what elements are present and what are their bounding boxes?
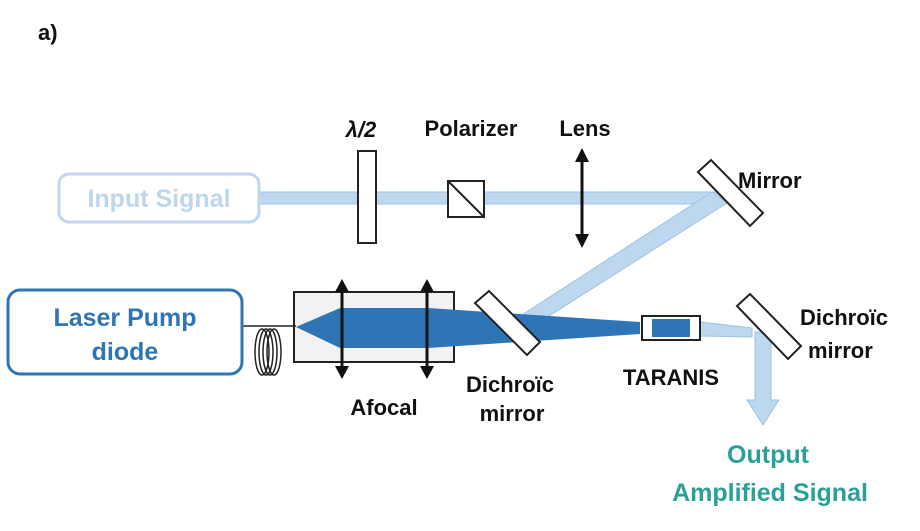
polarizer-label: Polarizer <box>425 116 518 141</box>
lens-arrow <box>575 148 589 248</box>
afocal-lens-1 <box>335 279 349 379</box>
output-label-line2: Amplified Signal <box>672 479 868 507</box>
mirror <box>696 158 765 228</box>
dichroic-mirror-2 <box>735 292 803 361</box>
panel-label: a) <box>38 20 58 45</box>
taranis-crystal <box>641 315 701 341</box>
laser-pump-label-line1: Laser Pump <box>53 304 196 332</box>
laser-pump-label-line2: diode <box>92 338 159 366</box>
input-signal-box: Input Signal <box>57 172 261 224</box>
dichroic-mirror-1 <box>473 289 542 357</box>
afocal-lens-2 <box>420 279 434 379</box>
fiber-coil <box>242 325 296 376</box>
input-signal-beam <box>257 191 724 205</box>
input-signal-label: Input Signal <box>87 185 230 213</box>
pump-beam <box>296 308 640 348</box>
half-wave-plate-label: λ/2 <box>345 117 377 142</box>
lens-label: Lens <box>559 116 610 141</box>
reflected-signal-beam <box>513 191 728 331</box>
dichroic-mirror-2-label-line1: Dichroïc <box>800 305 888 330</box>
afocal-label: Afocal <box>350 395 417 420</box>
dichroic-mirror-2-label-line2: mirror <box>808 338 873 363</box>
half-wave-plate <box>357 150 377 244</box>
output-label-line1: Output <box>727 441 810 469</box>
laser-pump-diode-box: Laser Pump diode <box>6 288 244 376</box>
taranis-label: TARANIS <box>623 365 719 390</box>
mirror-label: Mirror <box>738 168 802 193</box>
dichroic-mirror-1-label-line1: Dichroïc <box>466 372 554 397</box>
polarizer-cube <box>447 180 485 218</box>
output-beam <box>699 321 780 426</box>
dichroic-mirror-1-label-line2: mirror <box>480 401 545 426</box>
